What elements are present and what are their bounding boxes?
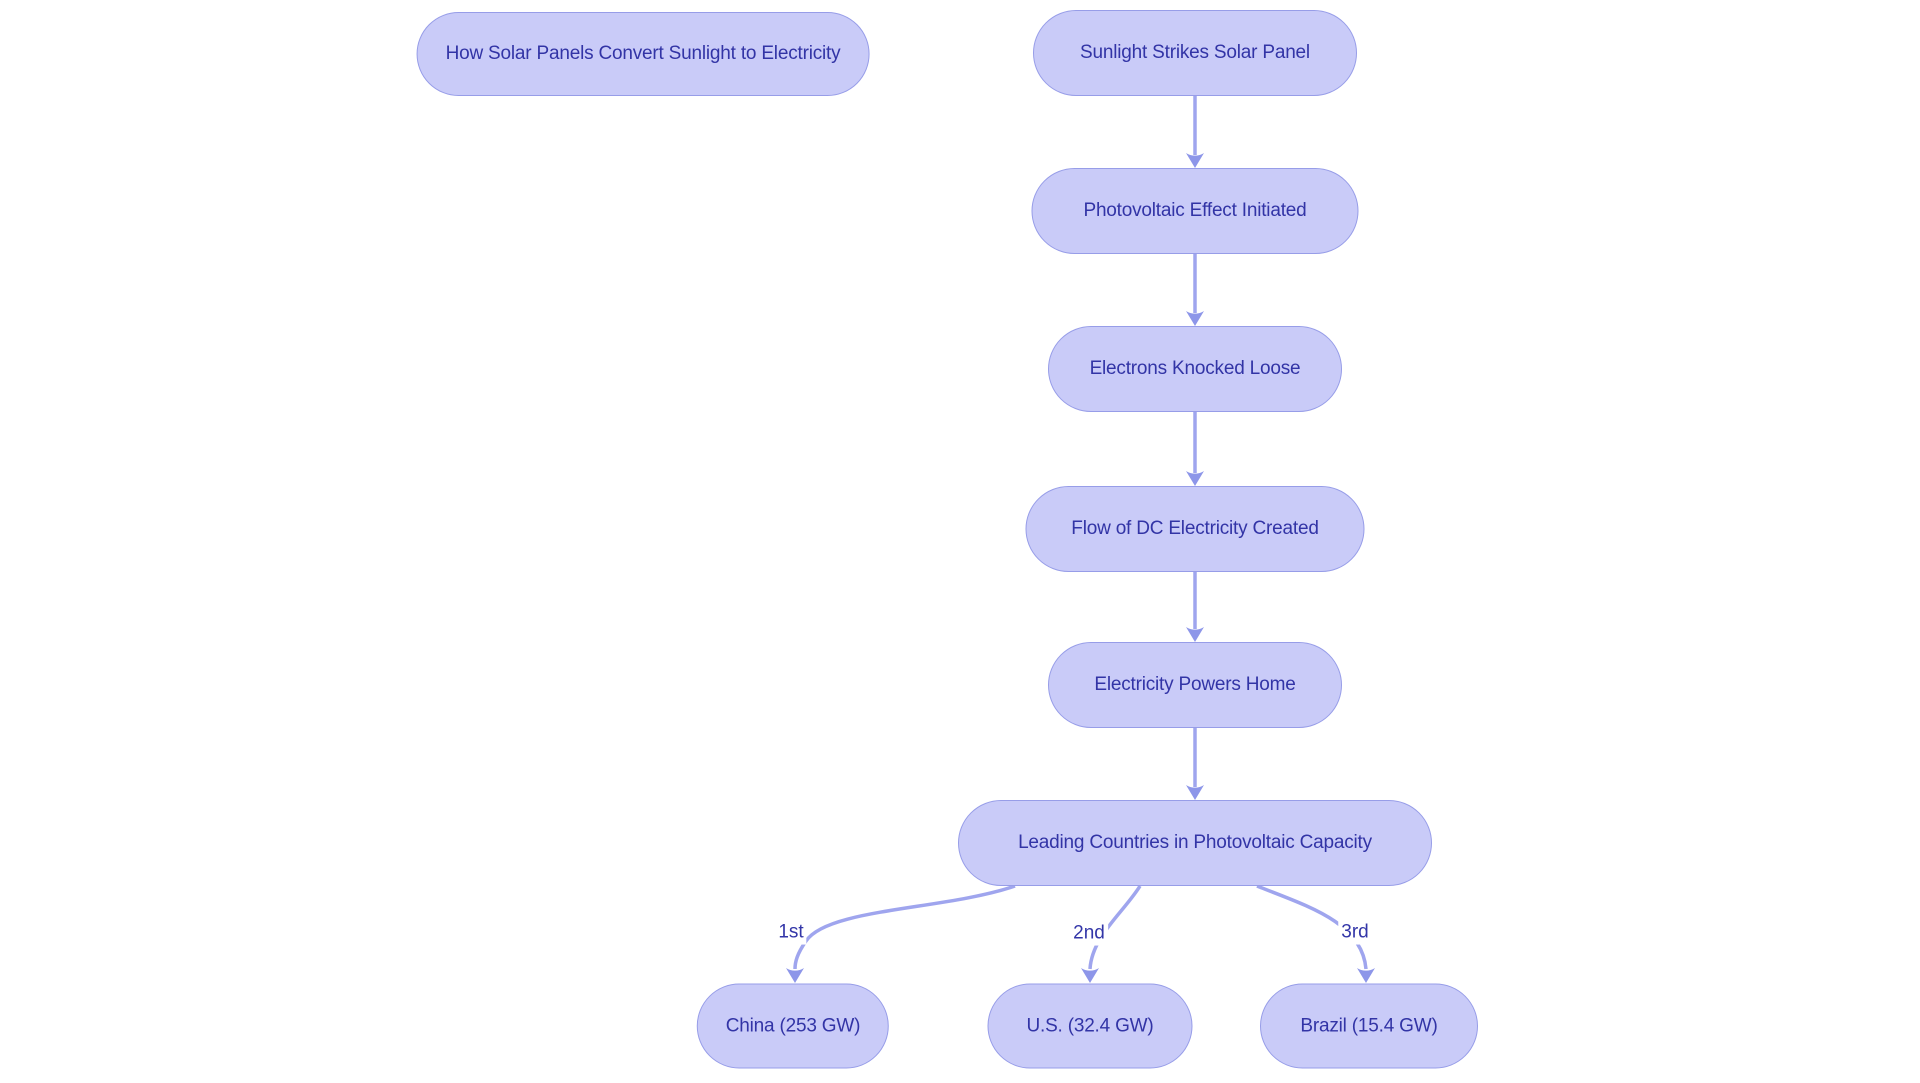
- flow-node-photovoltaic-effect: Photovoltaic Effect Initiated: [1031, 168, 1359, 254]
- flow-node-brazil: Brazil (15.4 GW): [1260, 983, 1478, 1069]
- arrowhead-powers-to-leading: [1186, 785, 1204, 800]
- arrowhead-leading-to-brazil: [1357, 968, 1375, 983]
- edge-leading-to-us: [1088, 885, 1142, 970]
- arrowhead-electrons-to-dcflow: [1186, 471, 1204, 486]
- arrowhead-photovoltaic-to-electrons: [1186, 311, 1204, 326]
- flow-node-title: How Solar Panels Convert Sunlight to Ele…: [416, 12, 870, 96]
- arrowhead-sunlight-to-photovoltaic: [1186, 153, 1204, 168]
- arrowhead-dcflow-to-powers: [1186, 627, 1204, 642]
- edge-leading-to-brazil: [1256, 884, 1368, 970]
- arrowhead-leading-to-us: [1081, 968, 1099, 983]
- flow-node-sunlight-strikes: Sunlight Strikes Solar Panel: [1033, 10, 1357, 96]
- flow-node-china: China (253 GW): [696, 983, 890, 1069]
- edge-leading-to-china: [793, 884, 1016, 970]
- flow-node-leading-countries: Leading Countries in Photovoltaic Capaci…: [958, 800, 1432, 886]
- edge-label-1st: 1st: [775, 921, 807, 945]
- edge-label-3rd: 3rd: [1338, 921, 1372, 945]
- flow-node-dc-flow-created: Flow of DC Electricity Created: [1025, 486, 1365, 572]
- edge-label-2nd: 2nd: [1070, 922, 1108, 946]
- flow-node-electricity-powers: Electricity Powers Home: [1048, 642, 1342, 728]
- arrowhead-leading-to-china: [786, 968, 804, 983]
- flow-node-electrons-knocked: Electrons Knocked Loose: [1048, 326, 1342, 412]
- flow-node-us: U.S. (32.4 GW): [987, 983, 1193, 1069]
